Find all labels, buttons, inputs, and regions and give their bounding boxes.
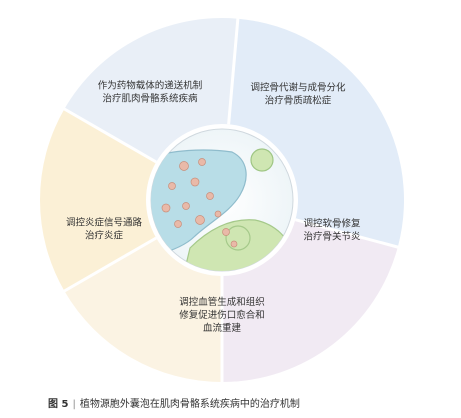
segment-label-line: 调控炎症信号通路 bbox=[66, 217, 143, 229]
segment-label-line: 治疗肌肉骨骼系统疾病 bbox=[102, 93, 198, 105]
vesicle-particle-icon bbox=[195, 215, 205, 225]
vesicle-particle-icon bbox=[230, 240, 238, 248]
segment-label-cartilage: 调控软骨修复治疗骨关节炎 bbox=[303, 218, 361, 243]
segment-label-delivery: 作为药物载体的递送机制治疗肌肉骨骼系统疾病 bbox=[98, 80, 203, 105]
segments-layer bbox=[39, 17, 404, 382]
segment-label-line: 作为药物载体的递送机制 bbox=[98, 80, 203, 92]
segment-cartilage bbox=[222, 219, 398, 382]
vesicle-particle-icon bbox=[174, 220, 182, 228]
segment-label-line: 治疗骨质疏松症 bbox=[265, 95, 332, 107]
vesicle-particle-icon bbox=[182, 202, 190, 210]
segment-labels: 作为药物载体的递送机制治疗肌肉骨骼系统疾病调控骨代谢与成骨分化治疗骨质疏松症调控… bbox=[66, 80, 361, 335]
figure-caption: 图 5|植物源胞外囊泡在肌肉骨骼系统疾病中的治疗机制 bbox=[48, 395, 300, 410]
divider-inflam bbox=[61, 236, 157, 294]
free-vesicle-icon bbox=[250, 148, 274, 172]
vesicle-particle-icon bbox=[179, 161, 189, 171]
divider-cartilage bbox=[295, 218, 401, 250]
vesicle-particle-icon bbox=[161, 203, 171, 213]
vesicle-particle-icon bbox=[168, 182, 176, 190]
segment-label-line: 调控软骨修复 bbox=[303, 218, 361, 230]
vesicle-particle-icon bbox=[190, 177, 200, 187]
center-illustration bbox=[147, 125, 297, 275]
vesicle-particle-icon bbox=[198, 158, 206, 166]
caption-text: 植物源胞外囊泡在肌肉骨骼系统疾病中的治疗机制 bbox=[79, 399, 300, 410]
cell-membrane-icon bbox=[151, 149, 247, 257]
extracellular-vesicle-particles bbox=[161, 158, 238, 248]
segment-label-line: 治疗炎症 bbox=[85, 230, 124, 242]
segment-label-inflam: 调控炎症信号通路治疗炎症 bbox=[66, 217, 143, 242]
vesicle-particle-icon bbox=[214, 210, 222, 218]
lower-cell-icon bbox=[179, 219, 293, 271]
segment-inflam bbox=[39, 109, 157, 291]
segment-label-line: 治疗骨关节炎 bbox=[303, 231, 361, 243]
segment-label-line: 调控血管生成和组织 bbox=[179, 296, 265, 308]
segment-label-line: 调控骨代谢与成骨分化 bbox=[250, 82, 346, 94]
divider-delivery bbox=[61, 106, 157, 164]
segment-dividers bbox=[61, 16, 401, 384]
figure-number: 图 5 bbox=[48, 399, 69, 410]
segment-label-bone: 调控骨代谢与成骨分化治疗骨质疏松症 bbox=[250, 82, 346, 107]
segment-label-angio: 调控血管生成和组织修复促进伤口愈合和血流重建 bbox=[179, 296, 265, 334]
vesicle-particle-icon bbox=[206, 192, 214, 200]
budding-vesicle-icon bbox=[225, 225, 251, 251]
segment-bone bbox=[228, 18, 404, 248]
segment-label-line: 血流重建 bbox=[203, 322, 242, 334]
segment-angio bbox=[64, 238, 222, 382]
vesicle-particle-icon bbox=[222, 228, 230, 236]
divider-bone bbox=[227, 16, 240, 125]
caption-separator: | bbox=[72, 399, 76, 410]
segment-label-line: 修复促进伤口愈合和 bbox=[179, 309, 265, 321]
segment-delivery bbox=[64, 17, 238, 162]
